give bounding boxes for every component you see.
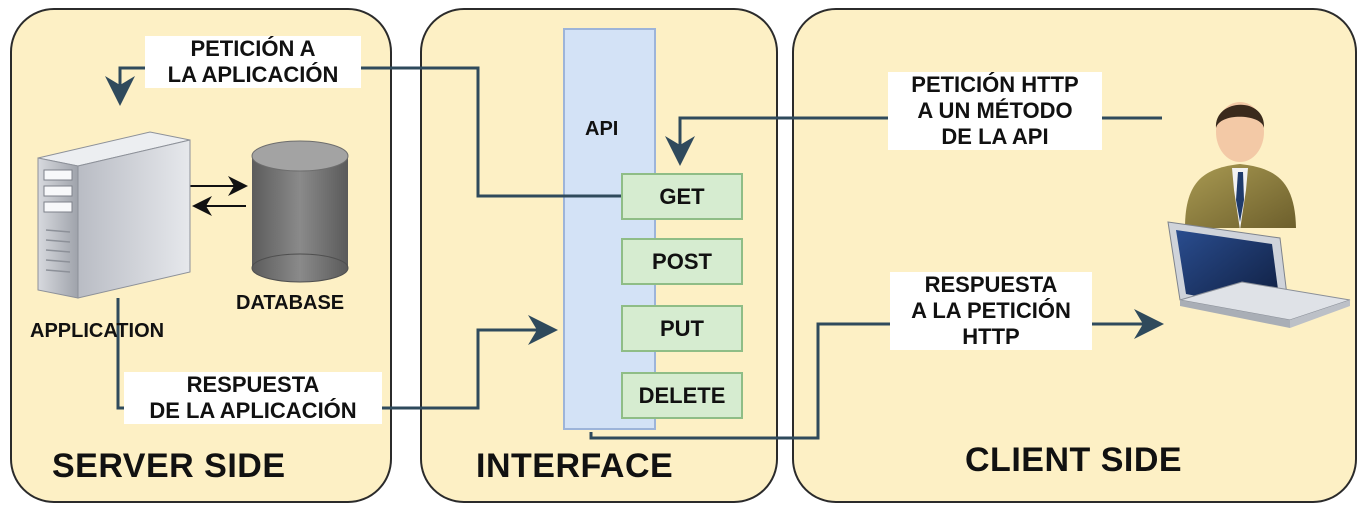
- request-app-connector: [105, 66, 621, 198]
- server-tower-icon: [37, 131, 191, 299]
- client-side-title: CLIENT SIDE: [965, 441, 1183, 479]
- response-app-label: RESPUESTA DE LA APLICACIÓN: [124, 372, 382, 424]
- method-put: PUT: [621, 305, 743, 352]
- application-label: APPLICATION: [30, 320, 165, 342]
- database-cylinder-icon: [251, 140, 349, 283]
- user-with-laptop-icon: [1167, 102, 1351, 328]
- http-request-label: PETICIÓN HTTP A UN MÉTODO DE LA API: [888, 72, 1102, 150]
- method-delete: DELETE: [621, 372, 743, 419]
- database-label: DATABASE: [236, 292, 345, 314]
- api-label: API: [585, 118, 619, 140]
- method-post: POST: [621, 238, 743, 285]
- interface-title: INTERFACE: [476, 447, 674, 485]
- method-get: GET: [621, 173, 743, 220]
- response-app-connector: [116, 298, 558, 410]
- api-bar: [563, 28, 656, 430]
- server-side-title: SERVER SIDE: [52, 447, 286, 485]
- request-app-label: PETICIÓN A LA APLICACIÓN: [145, 36, 361, 88]
- http-response-label: RESPUESTA A LA PETICIÓN HTTP: [890, 272, 1092, 350]
